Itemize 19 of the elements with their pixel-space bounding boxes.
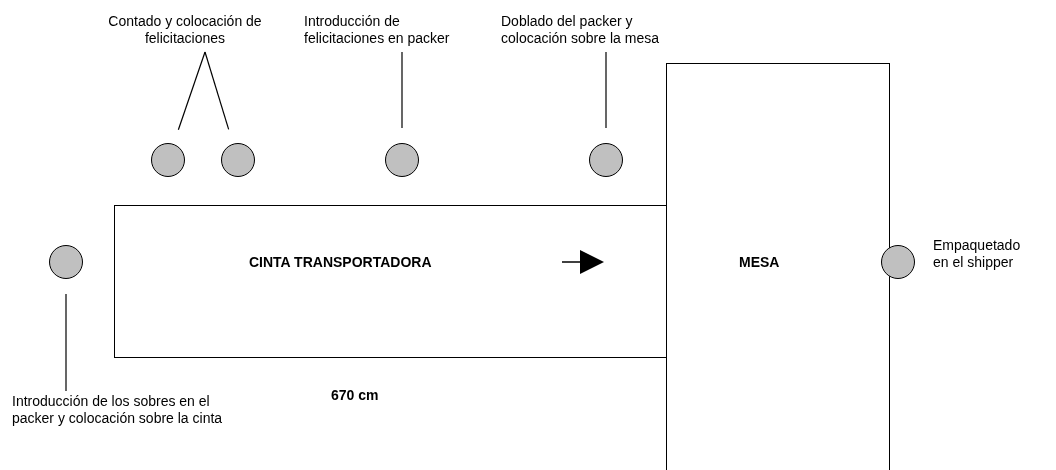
step-caption: Introducción de felicitaciones en packer (304, 13, 474, 47)
table-box: MESA (666, 63, 890, 470)
leader-line (177, 51, 206, 131)
station-circle (589, 143, 623, 177)
station-circle (385, 143, 419, 177)
step-caption: Empaquetado en el shipper (933, 237, 1022, 271)
leader-line (605, 51, 607, 129)
dimension-label: 670 cm (331, 387, 379, 404)
step-caption: Contado y colocación de felicitaciones (104, 13, 266, 47)
leader-line (204, 51, 230, 130)
station-circle (881, 245, 915, 279)
leader-line (65, 293, 67, 392)
leader-line (401, 51, 403, 129)
conveyor-belt-box: CINTA TRANSPORTADORA (114, 205, 668, 358)
station-circle (49, 245, 83, 279)
step-caption: Introducción de los sobres en el packer y colocación sobre la cinta (12, 393, 240, 427)
station-circle (221, 143, 255, 177)
station-circle (151, 143, 185, 177)
step-caption: Doblado del packer y colocación sobre la mesa (501, 13, 676, 47)
